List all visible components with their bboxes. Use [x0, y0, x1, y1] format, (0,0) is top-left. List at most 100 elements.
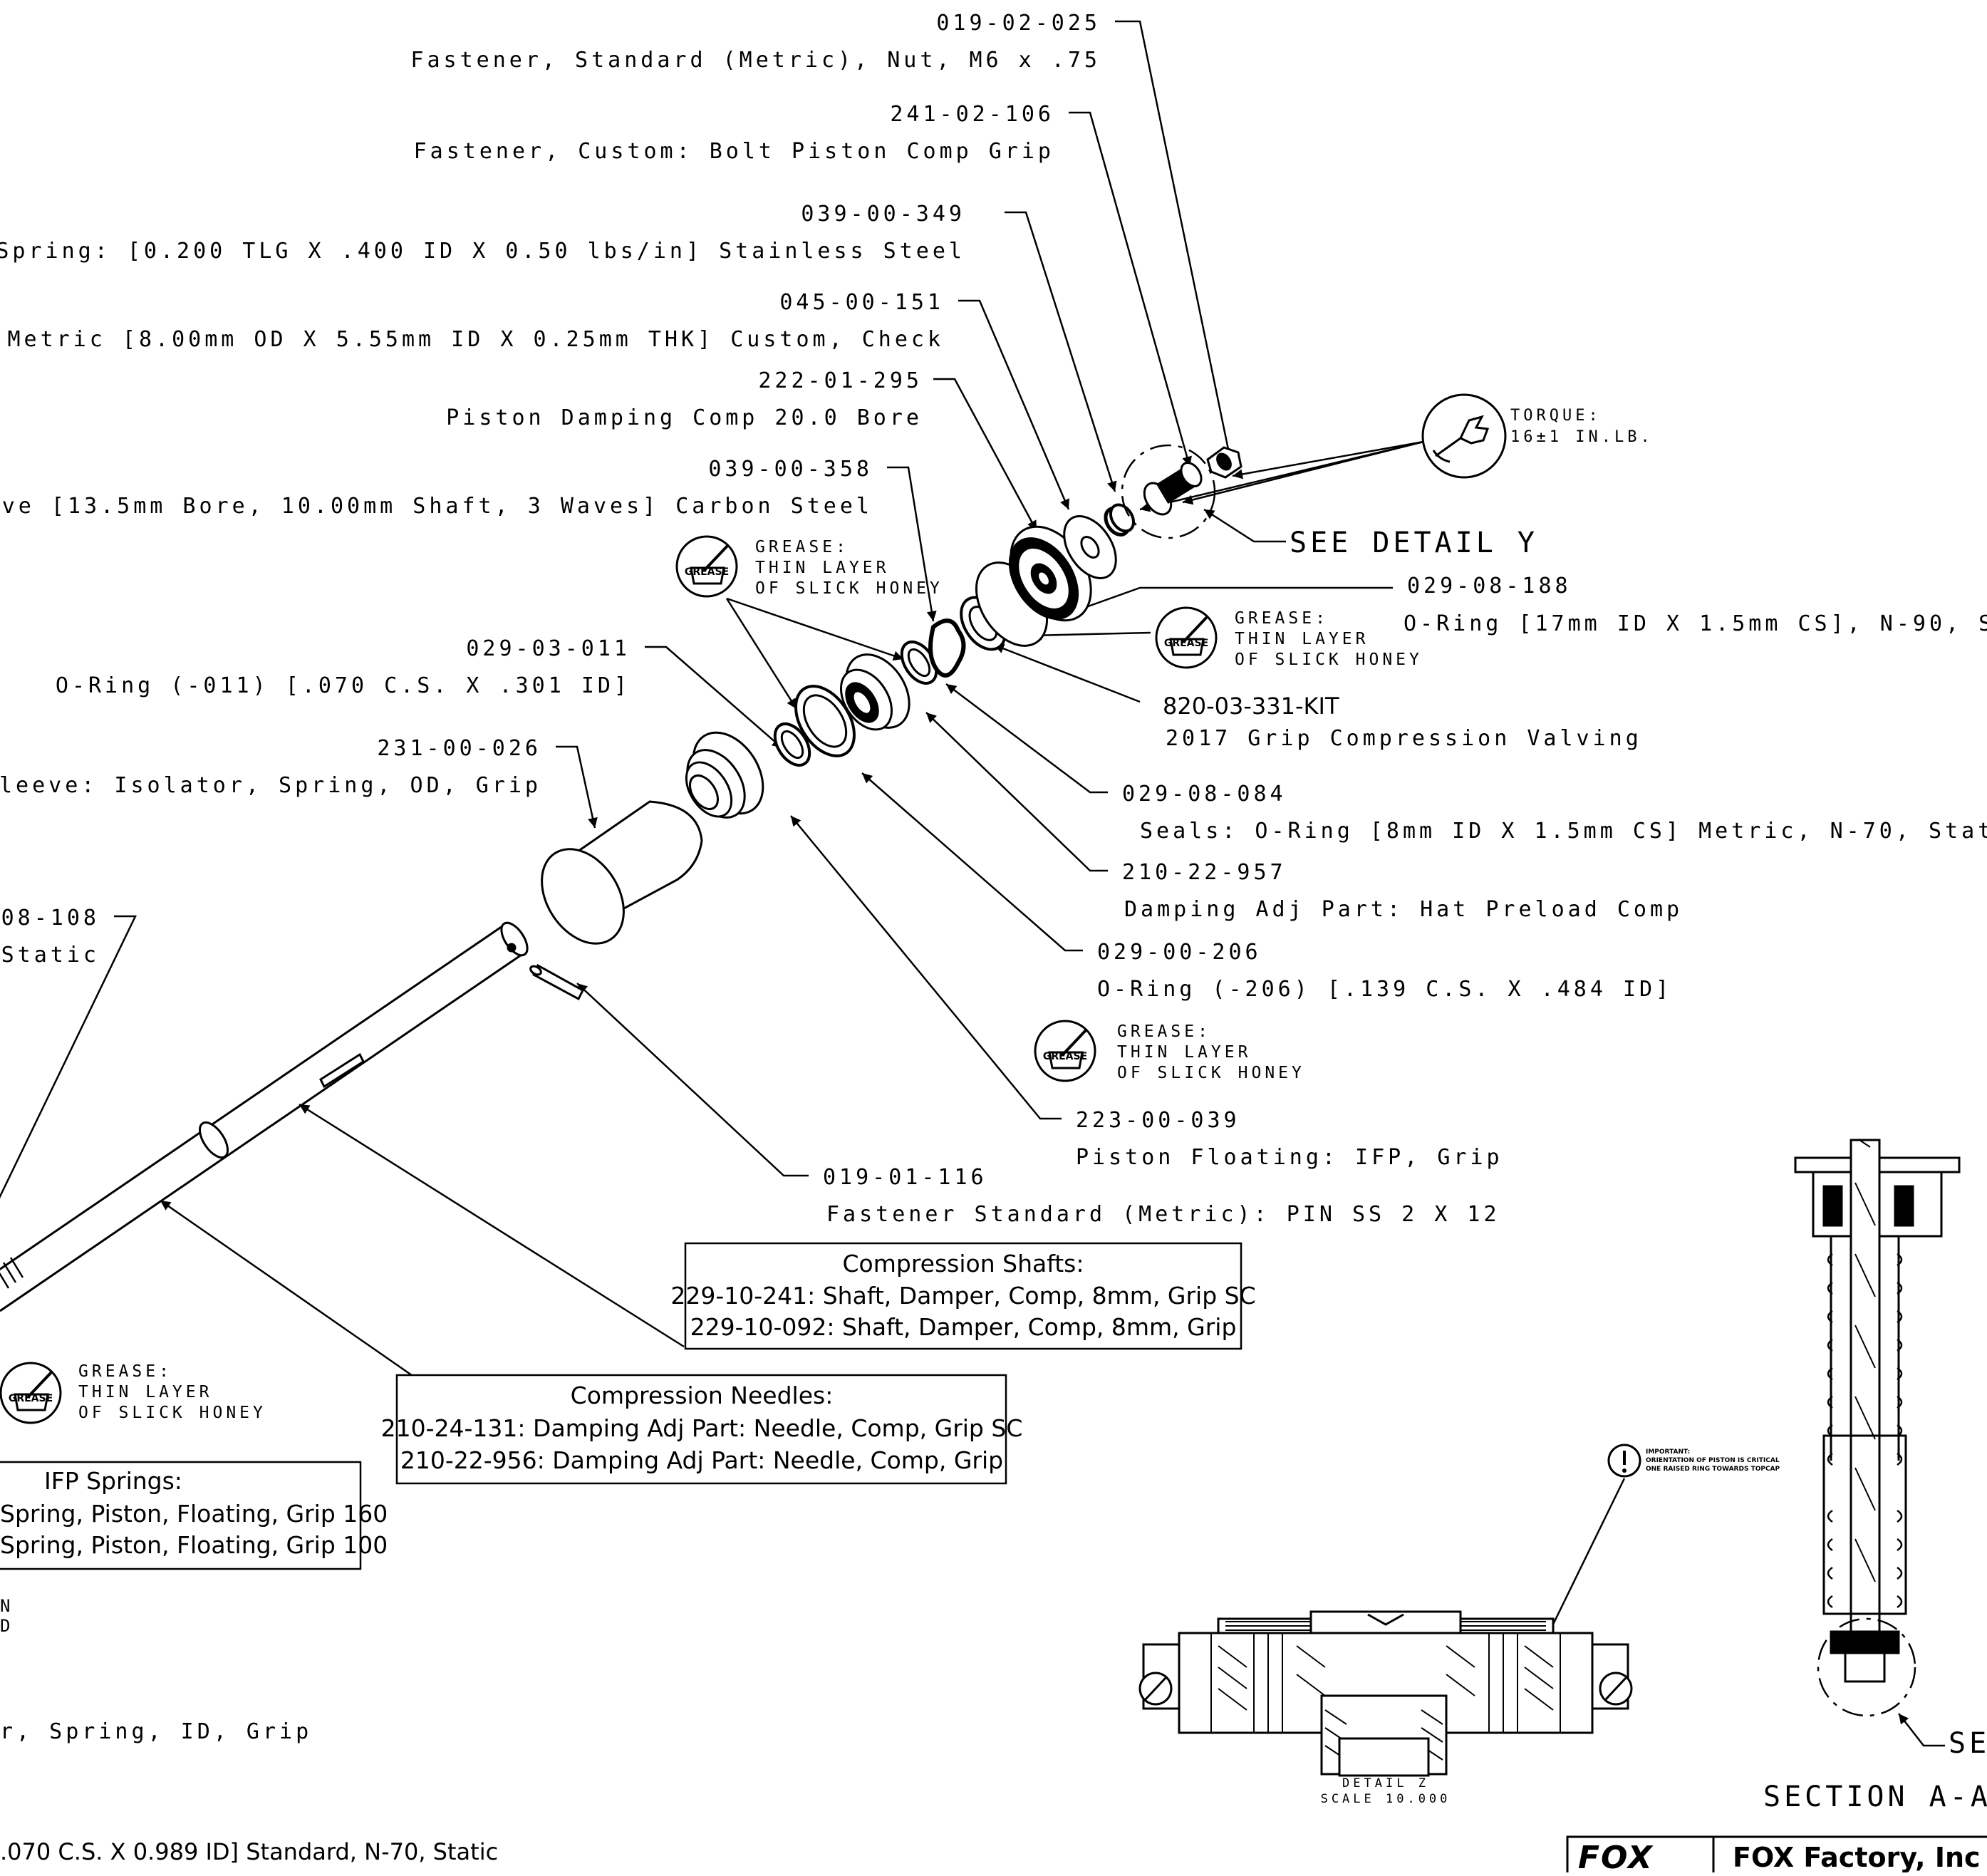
- svg-text:Spring, Piston, Floating, Grip: Spring, Piston, Floating, Grip 160: [0, 1500, 388, 1528]
- wave-spring: [928, 618, 966, 678]
- fragment-text: r, Spring, ID, Grip: [0, 1719, 312, 1744]
- nut: [1206, 446, 1242, 479]
- callout-part-number: 019-02-025: [936, 11, 1101, 36]
- svg-text:210-24-131: Damping Adj Part:: 210-24-131: Damping Adj Part: Needle, Co…: [381, 1414, 1023, 1442]
- svg-text:229-10-092: Shaft, Damper, Com: 229-10-092: Shaft, Damper, Comp, 8mm, Gr…: [690, 1313, 1237, 1341]
- callout-description: Piston Damping Comp 20.0 Bore: [446, 405, 923, 430]
- compression-needles-box: Compression Needles: 210-24-131: Damping…: [381, 1374, 1023, 1485]
- callout-part-number: 820-03-331-KIT: [1163, 693, 1339, 720]
- svg-text:ONE RAISED RING TOWARDS TOPCAP: ONE RAISED RING TOWARDS TOPCAP: [1646, 1466, 1780, 1473]
- svg-text:GREASE:: GREASE:: [755, 538, 849, 556]
- torque-wrench-icon: [1421, 393, 1507, 479]
- callout-part-number: 210-22-957: [1122, 860, 1287, 885]
- callout-part-number: 029-00-206: [1097, 940, 1262, 965]
- callout-description: O-Ring [17mm ID X 1.5mm CS], N-90, Stati…: [1404, 611, 1987, 636]
- company-name: FOX Factory, Inc: [1733, 1842, 1981, 1872]
- callout-part-number: 241-02-106: [890, 102, 1054, 127]
- damper-shaft: [0, 921, 529, 1312]
- section-a-a-label: SECTION A-A: [1763, 1781, 1987, 1813]
- grease-badge: GREASE: [1164, 638, 1208, 649]
- callout-part-number: 039-00-349: [801, 202, 965, 227]
- small-spring: [1104, 503, 1136, 537]
- callout-part-number: -08-108: [0, 906, 100, 931]
- detail-z-scale: SCALE 10.000: [1321, 1792, 1451, 1806]
- callout-description: Sleeve: Isolator, Spring, OD, Grip: [0, 773, 541, 798]
- exploded-parts: [0, 444, 1242, 1312]
- needle-pin: [529, 963, 584, 1001]
- title-block: FOX FOX Factory, Inc: [1566, 1835, 1987, 1876]
- callout-description: Fastener, Custom: Bolt Piston Comp Grip: [414, 139, 1054, 164]
- svg-text:Compression Shafts:: Compression Shafts:: [843, 1250, 1084, 1278]
- svg-text:THIN LAYER: THIN LAYER: [1117, 1043, 1251, 1062]
- grease-badge: GREASE: [685, 566, 729, 578]
- svg-text:210-22-956: Damping Adj Part:: 210-22-956: Damping Adj Part: Needle, Co…: [400, 1446, 1003, 1474]
- svg-text:GREASE:: GREASE:: [1117, 1022, 1211, 1041]
- torque-note: 16±1 IN.LB.: [1510, 428, 1654, 446]
- isolator-sleeve: [541, 800, 703, 945]
- svg-text:IMPORTANT:: IMPORTANT:: [1646, 1449, 1690, 1456]
- callout-part-number: 029-08-188: [1407, 574, 1572, 598]
- svg-text:OF SLICK HONEY: OF SLICK HONEY: [78, 1404, 266, 1422]
- hat-preload: [839, 653, 911, 731]
- callout-part-number: 019-01-116: [823, 1165, 987, 1190]
- callout-description: Fastener Standard (Metric): PIN SS 2 X 1…: [826, 1202, 1500, 1227]
- grease-note: GREASE: THIN LAYER OF SLICK HONEY: [1235, 609, 1423, 669]
- fragment-text: D: [0, 1616, 14, 1636]
- callout-description: O-Ring (-206) [.139 C.S. X .484 ID]: [1097, 977, 1672, 1002]
- grease-note: GREASE: THIN LAYER OF SLICK HONEY: [1117, 1022, 1305, 1082]
- callout-description: Seals: O-Ring [8mm ID X 1.5mm CS] Metric…: [1140, 819, 1987, 844]
- svg-text:THIN LAYER: THIN LAYER: [78, 1383, 212, 1401]
- detail-z-section: [1138, 1610, 1633, 1777]
- grease-note: GREASE: THIN LAYER OF SLICK HONEY: [755, 538, 943, 598]
- svg-text:GREASE:: GREASE:: [78, 1362, 172, 1381]
- callout-description: , Static: [0, 943, 100, 968]
- grease-badge: GREASE: [1043, 1051, 1087, 1062]
- svg-text:IFP Springs:: IFP Springs:: [44, 1467, 182, 1495]
- callout-part-number: 045-00-151: [779, 290, 944, 315]
- svg-text:OF SLICK HONEY: OF SLICK HONEY: [1117, 1064, 1305, 1082]
- fragment-text: N: [0, 1596, 14, 1616]
- svg-text:Spring, Piston, Floating, Grip: Spring, Piston, Floating, Grip 100: [0, 1531, 388, 1559]
- ifp-springs-box: IFP Springs: Spring, Piston, Floating, G…: [0, 1461, 388, 1570]
- svg-text:ORIENTATION OF PISTON IS CRITI: ORIENTATION OF PISTON IS CRITICAL: [1646, 1457, 1780, 1464]
- detail-z-title: DETAIL Z: [1342, 1776, 1429, 1791]
- see-detail-y: SEE DETAIL Y: [1290, 527, 1538, 559]
- important-note: IMPORTANT: ORIENTATION OF PISTON IS CRIT…: [1607, 1444, 1780, 1478]
- svg-text:229-10-241: Shaft, Damper, Com: 229-10-241: Shaft, Damper, Comp, 8mm, Gr…: [670, 1282, 1255, 1310]
- callout-description: Spring: [0.200 TLG X .400 ID X 0.50 lbs/…: [0, 239, 965, 264]
- callout-labels: 019-02-025 Fastener, Standard (Metric), …: [0, 11, 1987, 1227]
- callout-part-number: 231-00-026: [377, 736, 541, 761]
- callout-part-number: 039-00-358: [708, 457, 873, 482]
- section-se-label: SE: [1949, 1727, 1987, 1760]
- grease-badge: GREASE: [9, 1393, 53, 1404]
- svg-text:GREASE:: GREASE:: [1235, 609, 1329, 628]
- svg-text:OF SLICK HONEY: OF SLICK HONEY: [755, 579, 943, 598]
- compression-shafts-box: Compression Shafts: 229-10-241: Shaft, D…: [670, 1242, 1256, 1350]
- svg-text:OF SLICK HONEY: OF SLICK HONEY: [1235, 651, 1423, 669]
- torque-note: TORQUE:: [1510, 407, 1602, 425]
- bolt: [1143, 462, 1203, 516]
- callout-part-number: 029-03-011: [466, 636, 631, 661]
- callout-part-number: 222-01-295: [758, 368, 923, 393]
- callout-description: 2017 Grip Compression Valving: [1166, 726, 1642, 751]
- leader-lines: [0, 20, 1945, 1747]
- callout-description: Damping Adj Part: Hat Preload Comp: [1124, 897, 1683, 922]
- callout-description: O-Ring (-011) [.070 C.S. X .301 ID]: [56, 673, 631, 698]
- callout-part-number: 223-00-039: [1076, 1108, 1240, 1133]
- ifp-piston: [685, 731, 764, 819]
- fragment-text: .070 C.S. X 0.989 ID] Standard, N-70, St…: [0, 1838, 498, 1865]
- grease-note: GREASE: THIN LAYER OF SLICK HONEY: [78, 1362, 266, 1422]
- callout-description: Fastener, Standard (Metric), Nut, M6 x .…: [410, 48, 1101, 73]
- svg-text:THIN LAYER: THIN LAYER: [755, 559, 889, 577]
- fox-logo: FOX: [1578, 1840, 1654, 1872]
- callout-description: Valve: Metric [8.00mm OD X 5.55mm ID X 0…: [0, 327, 944, 352]
- callout-description: Piston Floating: IFP, Grip: [1076, 1145, 1503, 1170]
- svg-text:THIN LAYER: THIN LAYER: [1235, 630, 1369, 648]
- svg-text:Compression Needles:: Compression Needles:: [571, 1382, 834, 1409]
- section-a-a: [1794, 1139, 1961, 1717]
- callout-description: Spring: Wave [13.5mm Bore, 10.00mm Shaft…: [0, 494, 873, 519]
- callout-part-number: 029-08-084: [1122, 782, 1287, 807]
- check-valve: [1063, 515, 1117, 579]
